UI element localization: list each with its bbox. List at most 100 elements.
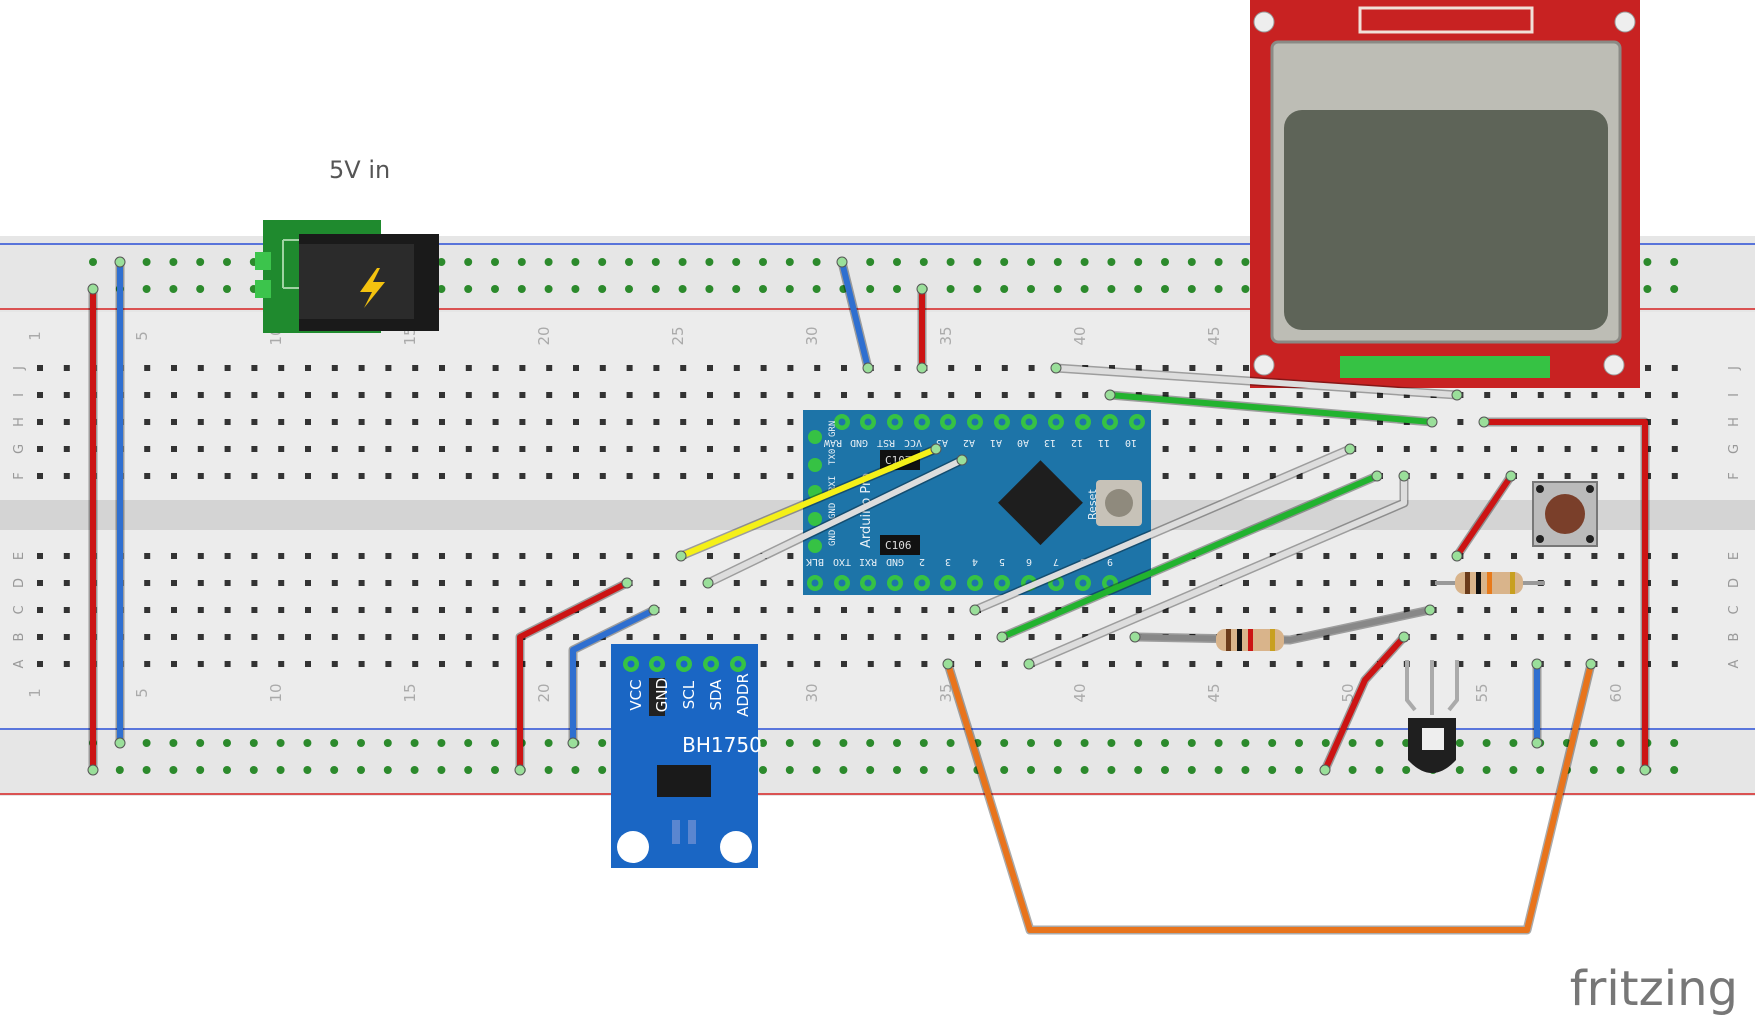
transistor-legs: [1405, 660, 1459, 715]
breadboard-hole: [653, 553, 660, 559]
rail-hole: [759, 258, 767, 266]
row-letter: J: [1727, 366, 1742, 371]
breadboard-hole: [733, 392, 740, 398]
column-number: 40: [1071, 326, 1089, 345]
breadboard-hole: [144, 553, 151, 559]
breadboard-hole: [760, 365, 767, 371]
rail-hole: [437, 766, 446, 774]
breadboard-hole: [37, 607, 43, 613]
arduino-pin-label: 9: [1107, 556, 1113, 567]
wires: [87, 256, 1651, 935]
rail-hole: [1375, 766, 1384, 774]
breadboard-hole: [733, 607, 740, 613]
rail-hole: [812, 285, 821, 293]
breadboard-hole: [412, 473, 419, 479]
breadboard-hole: [1618, 446, 1625, 452]
breadboard-hole: [1671, 553, 1678, 559]
rail-hole: [142, 258, 151, 266]
rail-hole: [1214, 258, 1223, 266]
breadboard-hole: [1216, 661, 1223, 667]
breadboard-hole: [1484, 661, 1491, 667]
column-number: 35: [937, 326, 955, 345]
breadboard-hole: [1323, 634, 1330, 640]
breadboard-hole: [1484, 473, 1491, 479]
arduino-pin-label: 11: [1098, 437, 1110, 448]
breadboard-hole: [37, 392, 43, 398]
rail-hole: [785, 766, 794, 774]
row-letter: B: [12, 633, 27, 642]
rail-hole: [1670, 285, 1679, 293]
breadboard-hole: [1296, 419, 1303, 425]
breadboard-hole: [1671, 365, 1678, 371]
rail-hole: [1616, 766, 1625, 774]
breadboard-hole: [305, 661, 311, 667]
rail-hole: [1027, 258, 1035, 266]
breadboard-hole: [278, 419, 285, 425]
breadboard-hole: [599, 419, 606, 425]
breadboard-hole: [465, 446, 472, 452]
breadboard-hole: [1055, 661, 1062, 667]
arduino-pin-label: A2: [963, 437, 975, 448]
breadboard-hole: [733, 365, 740, 371]
breadboard-hole: [492, 365, 499, 371]
breadboard-hole: [1296, 446, 1303, 452]
breadboard-hole: [1484, 392, 1491, 398]
rail-hole: [1348, 766, 1357, 774]
bh1750-name: BH1750: [682, 733, 762, 757]
breadboard-hole: [331, 473, 338, 479]
power-jack-pin: [255, 252, 271, 270]
breadboard-hole: [251, 607, 258, 613]
breadboard-hole: [948, 634, 955, 640]
breadboard-hole: [1135, 365, 1142, 371]
rail-hole: [1241, 766, 1250, 774]
breadboard-hole: [492, 392, 499, 398]
breadboard-hole: [1028, 634, 1035, 640]
breadboard-hole: [1109, 634, 1115, 640]
rail-hole: [464, 766, 473, 774]
rail-hole: [1187, 258, 1196, 266]
rail-hole: [1241, 285, 1250, 293]
breadboard-hole: [1671, 392, 1678, 398]
breadboard-hole: [37, 473, 43, 479]
breadboard-hole: [412, 446, 419, 452]
breadboard-hole: [841, 365, 847, 371]
breadboard-hole: [1296, 607, 1303, 613]
breadboard-hole: [144, 634, 151, 640]
breadboard-hole: [278, 392, 285, 398]
breadboard-hole: [1591, 580, 1598, 586]
breadboard-hole: [1537, 446, 1544, 452]
breadboard-hole: [599, 473, 606, 479]
breadboard-hole: [439, 473, 445, 479]
breadboard-hole: [305, 392, 311, 398]
breadboard-hole: [1377, 607, 1383, 613]
breadboard-hole: [894, 661, 901, 667]
breadboard-hole: [385, 473, 392, 479]
breadboard-hole: [626, 365, 633, 371]
column-number: 10: [267, 683, 285, 702]
breadboard-hole: [921, 634, 928, 640]
wire-red: [1454, 473, 1514, 559]
rail-hole: [1214, 285, 1223, 293]
breadboard-hole: [760, 580, 767, 586]
power-jack-socket: [299, 244, 414, 319]
rail-hole: [1214, 766, 1223, 774]
breadboard-hole: [1350, 607, 1357, 613]
breadboard-hole: [358, 392, 365, 398]
rail-hole: [1589, 766, 1598, 774]
breadboard-hole: [1537, 607, 1544, 613]
breadboard-hole: [1403, 392, 1410, 398]
rail-hole: [893, 766, 901, 774]
arduino-pin: [808, 458, 822, 472]
power-label: 5V in: [329, 156, 390, 184]
breadboard-hole: [787, 473, 794, 479]
bh1750-pin-label: SDA: [707, 679, 725, 711]
breadboard-hole: [546, 607, 553, 613]
breadboard-hole: [573, 634, 579, 640]
breadboard-hole: [546, 553, 553, 559]
breadboard-hole: [733, 580, 740, 586]
bh1750-sensor-window: [688, 820, 696, 844]
breadboard-hole: [331, 419, 338, 425]
breadboard-hole: [921, 661, 928, 667]
breadboard-hole: [224, 419, 231, 425]
